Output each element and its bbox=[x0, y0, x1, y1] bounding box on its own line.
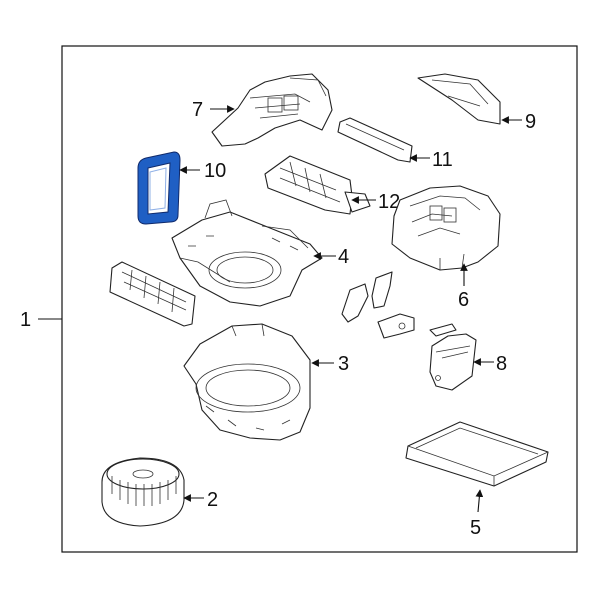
callout-8: 8 bbox=[496, 353, 507, 375]
callout-6: 6 bbox=[458, 289, 469, 311]
part-7-duct-housing[interactable] bbox=[211, 73, 333, 147]
callout-11: 11 bbox=[432, 149, 453, 171]
callout-3: 3 bbox=[338, 353, 349, 375]
part-8-control-module[interactable] bbox=[429, 323, 477, 391]
callout-12: 12 bbox=[378, 191, 400, 213]
callout-1: 1 bbox=[20, 309, 31, 331]
part-5-cabin-filter[interactable] bbox=[405, 421, 549, 487]
callout-9: 9 bbox=[525, 111, 536, 133]
louver-grille bbox=[109, 261, 196, 327]
part-3-lower-case[interactable] bbox=[183, 323, 311, 441]
part-4-upper-case[interactable] bbox=[171, 199, 323, 307]
actuator-levers bbox=[341, 271, 415, 339]
part-12-grille[interactable] bbox=[264, 155, 371, 215]
part-10-gasket[interactable] bbox=[137, 151, 181, 225]
part-6-unit-case[interactable] bbox=[391, 185, 501, 271]
part-11-filter-strip[interactable] bbox=[337, 117, 413, 163]
diagram-frame bbox=[61, 45, 578, 553]
callout-5: 5 bbox=[470, 517, 481, 539]
callout-4: 4 bbox=[338, 246, 349, 268]
leader-5 bbox=[475, 489, 484, 513]
callout-2: 2 bbox=[207, 489, 218, 511]
gasket-inner bbox=[147, 162, 171, 215]
callout-7: 7 bbox=[192, 99, 203, 121]
part-2-blower-motor[interactable] bbox=[101, 457, 185, 527]
part-9-inlet-cover[interactable] bbox=[417, 73, 501, 125]
callout-10: 10 bbox=[204, 160, 226, 182]
